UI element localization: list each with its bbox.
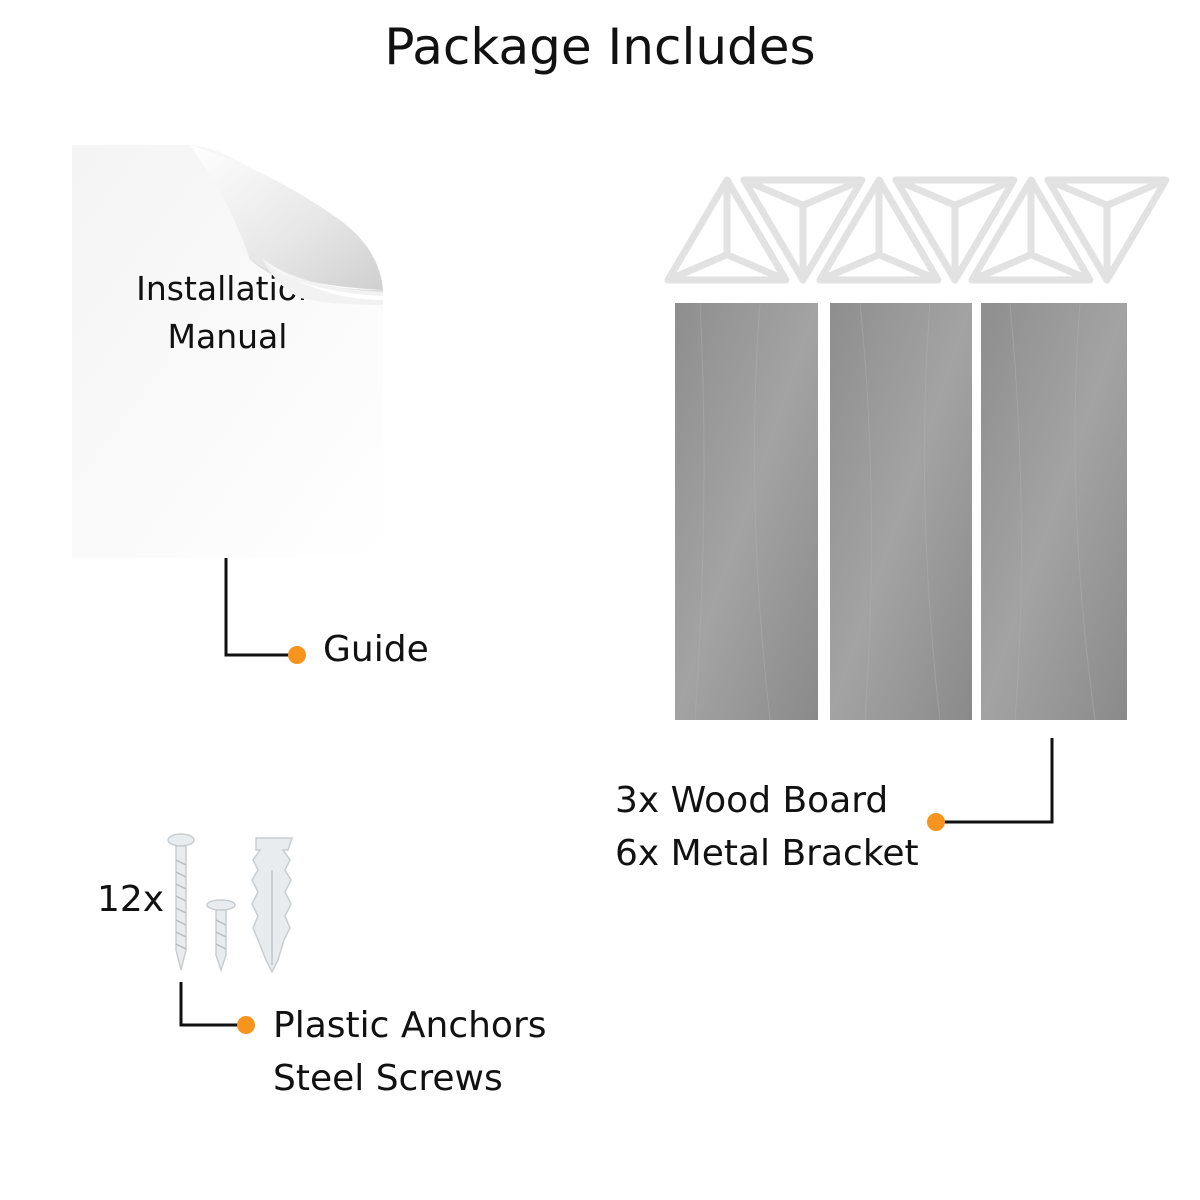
- metal-bracket: [740, 176, 866, 284]
- metal-bracket: [664, 176, 790, 284]
- screws-and-anchors-image: [167, 833, 294, 974]
- boards-connector: [927, 738, 1054, 831]
- wood-board: [675, 303, 818, 720]
- metal-bracket-brace: [894, 176, 1016, 280]
- metal-bracket-label: 6x Metal Bracket: [615, 833, 919, 874]
- metal-bracket-brace: [742, 176, 864, 280]
- hardware-label: Plastic Anchors Steel Screws: [273, 999, 547, 1105]
- metal-bracket-brace: [1046, 176, 1168, 280]
- metal-bracket-brace: [666, 180, 788, 284]
- long-screw-head: [167, 833, 195, 847]
- metal-brackets: [664, 176, 1170, 284]
- wood-board: [981, 303, 1127, 720]
- short-screw-head: [206, 899, 236, 911]
- steel-screws-label: Steel Screws: [273, 1058, 503, 1099]
- wood-board: [830, 303, 972, 720]
- metal-bracket-brace: [818, 180, 940, 284]
- guide-dot: [288, 646, 306, 664]
- short-screw: [215, 909, 227, 973]
- page-title: Package Includes: [384, 18, 816, 76]
- boards-label: 3x Wood Board 6x Metal Bracket: [615, 774, 919, 880]
- plastic-anchors-label: Plastic Anchors: [273, 1005, 547, 1046]
- hardware-count: 12x: [97, 879, 165, 920]
- hardware-dot: [237, 1016, 255, 1034]
- manual-title-line1: Installation: [136, 269, 319, 308]
- hardware-connector: [179, 982, 255, 1034]
- manual-cover-text: Installation Manual: [72, 265, 383, 361]
- metal-bracket: [968, 176, 1094, 284]
- guide-connector: [224, 558, 306, 664]
- manual-title-line2: Manual: [167, 317, 288, 356]
- wood-board-label: 3x Wood Board: [615, 780, 889, 821]
- boards-dot: [927, 813, 945, 831]
- metal-bracket: [892, 176, 1018, 284]
- metal-bracket: [816, 176, 942, 284]
- metal-bracket: [1044, 176, 1170, 284]
- metal-bracket-brace: [970, 180, 1092, 284]
- wood-boards: [675, 302, 1127, 721]
- guide-label: Guide: [323, 629, 429, 670]
